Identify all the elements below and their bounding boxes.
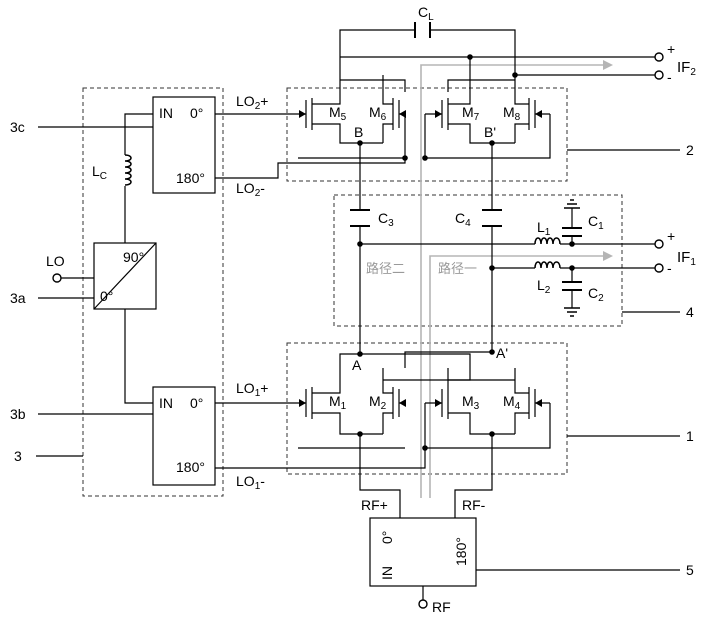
capacitor-c3	[350, 210, 370, 226]
if2-plus-terminal	[655, 53, 663, 61]
label-if1: IF1	[677, 249, 696, 268]
label-node-b: B	[354, 124, 363, 140]
label-m8: M8	[503, 104, 521, 123]
label-lc: LC	[92, 163, 107, 182]
module-2-box	[287, 88, 567, 181]
rf-balun-in: IN	[379, 566, 395, 580]
label-l1: L1	[537, 219, 551, 238]
label-if2: IF2	[677, 59, 696, 78]
capacitor-c4	[482, 210, 502, 226]
label-m5: M5	[329, 104, 347, 123]
callout-2: 2	[686, 142, 694, 158]
capacitor-cl	[415, 22, 430, 38]
label-node-b-prime: B'	[484, 124, 496, 140]
label-c4: C4	[455, 210, 471, 229]
capacitor-c2	[562, 282, 582, 290]
callout-4: 4	[686, 304, 694, 320]
label-m1: M1	[329, 393, 347, 412]
label-cl: CL	[418, 4, 434, 23]
label-lo1-minus: LO1-	[236, 473, 265, 492]
if1-minus-terminal	[655, 264, 663, 272]
lo2-balun-180: 180°	[176, 170, 205, 186]
label-rf-minus: RF-	[462, 497, 486, 513]
if2-minus-terminal	[655, 71, 663, 79]
callout-5: 5	[686, 562, 694, 578]
label-path-1: 路径一	[438, 261, 477, 277]
inductor-lc	[125, 155, 131, 185]
hybrid-90-label: 90°	[123, 249, 144, 265]
rf-terminal	[419, 600, 427, 608]
if1-minus-sign: -	[667, 260, 672, 276]
inductor-l1	[535, 238, 560, 244]
if1-plus-sign: +	[667, 228, 675, 244]
lo1-balun-in: IN	[159, 395, 173, 411]
label-lo2-minus: LO2-	[236, 180, 265, 199]
if2-plus-sign: +	[667, 41, 675, 57]
label-path-2: 路径二	[366, 261, 405, 277]
label-m4: M4	[503, 393, 521, 412]
rf-balun-180: 180°	[453, 537, 469, 566]
if1-plus-terminal	[655, 240, 663, 248]
wires	[36, 30, 680, 600]
label-lo2-plus: LO2+	[236, 93, 268, 112]
label-node-a-prime: A'	[496, 345, 508, 361]
label-c3: C3	[378, 210, 394, 229]
rf-balun-0: 0°	[379, 531, 395, 544]
callout-3c: 3c	[10, 119, 25, 135]
lo-terminal	[53, 274, 61, 282]
path-if1-arrow	[430, 256, 605, 498]
label-rf: RF	[432, 599, 451, 615]
lo1-balun-180: 180°	[176, 459, 205, 475]
label-m3: M3	[462, 393, 480, 412]
label-rf-plus: RF+	[361, 497, 388, 513]
capacitor-c1	[562, 228, 582, 236]
label-l2: L2	[537, 277, 551, 296]
inductor-l2	[535, 262, 560, 268]
hybrid-0-label: 0°	[100, 288, 113, 304]
label-c2: C2	[588, 285, 604, 304]
callout-3b: 3b	[10, 406, 26, 422]
label-c1: C1	[588, 213, 604, 232]
lo2-balun-in: IN	[159, 105, 173, 121]
lo1-balun-0: 0°	[190, 395, 203, 411]
callout-3: 3	[14, 448, 22, 464]
label-m2: M2	[369, 393, 387, 412]
if2-minus-sign: -	[667, 69, 672, 85]
callout-3a: 3a	[10, 290, 26, 306]
label-node-a: A	[352, 357, 362, 373]
label-lo: LO	[46, 253, 65, 269]
label-m6: M6	[369, 104, 387, 123]
lo2-balun-0: 0°	[190, 105, 203, 121]
label-m7: M7	[462, 104, 480, 123]
label-lo1-plus: LO1+	[236, 380, 268, 399]
callout-1: 1	[686, 428, 694, 444]
